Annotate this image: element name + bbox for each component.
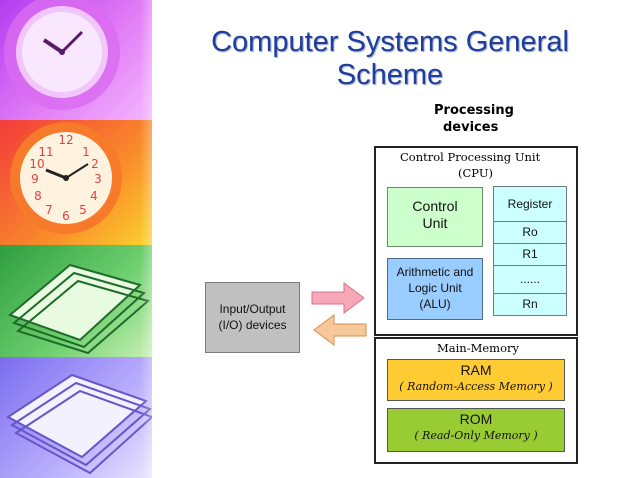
main-memory-label: Main-Memory — [437, 341, 520, 355]
cpu-label-line-2: (CPU) — [458, 166, 493, 180]
svg-text:6: 6 — [62, 209, 70, 223]
rom-name: ROM — [459, 411, 493, 427]
violet-papers-photo — [0, 357, 152, 478]
control-unit-box: Control Unit — [387, 187, 483, 247]
control-unit-line-1: Control — [412, 198, 458, 214]
purple-clock-photo — [0, 0, 152, 120]
alu-box: Arithmetic and Logic Unit (ALU) — [387, 258, 483, 320]
processing-devices-line-1: Processing — [434, 103, 514, 118]
io-devices-box: Input/Output (I/O) devices — [205, 282, 300, 353]
svg-text:3: 3 — [94, 172, 102, 186]
register-rn: Rn — [493, 293, 567, 316]
alu-line-2: Logic Unit — [408, 281, 462, 295]
ram-box: RAM ( Random-Access Memory ) — [387, 359, 565, 401]
arrow-right-icon — [311, 282, 365, 314]
ram-paren-open: ( — [399, 380, 404, 393]
control-unit-line-2: Unit — [422, 215, 448, 231]
svg-text:9: 9 — [31, 172, 39, 186]
rom-description: ( Read-Only Memory ) — [388, 428, 564, 444]
slide-title: Computer Systems General Scheme — [180, 26, 600, 92]
ram-full-name: Random-Access Memory — [407, 380, 545, 393]
svg-text:7: 7 — [45, 203, 53, 217]
rom-box: ROM ( Read-Only Memory ) — [387, 408, 565, 452]
svg-text:8: 8 — [34, 189, 42, 203]
svg-text:2: 2 — [91, 157, 99, 171]
ram-description: ( Random-Access Memory ) — [388, 379, 564, 395]
register-header: Register — [493, 186, 567, 223]
alu-line-3: (ALU) — [419, 297, 451, 311]
processing-devices-label: Processing devices — [434, 102, 514, 136]
arrow-left-icon — [313, 314, 367, 346]
rom-paren-open: ( — [414, 429, 419, 442]
alu-line-1: Arithmetic and — [396, 265, 474, 279]
register-r1: R1 — [493, 243, 567, 266]
strip-fade — [140, 0, 180, 478]
rom-full-name: Read-Only Memory — [422, 429, 530, 442]
register-ellipsis: ...... — [493, 265, 567, 294]
svg-text:10: 10 — [29, 157, 44, 171]
rom-paren-close: ) — [533, 429, 538, 442]
green-papers-photo — [0, 245, 152, 357]
svg-text:4: 4 — [90, 189, 98, 203]
svg-text:5: 5 — [79, 203, 87, 217]
io-line-1: Input/Output — [219, 302, 286, 316]
io-line-2: (I/O) devices — [218, 318, 287, 332]
cpu-label-line-1: Control Processing Unit — [400, 150, 541, 164]
svg-text:11: 11 — [38, 145, 53, 159]
svg-text:12: 12 — [58, 133, 73, 147]
processing-devices-line-2: devices — [443, 120, 499, 135]
svg-text:1: 1 — [82, 145, 90, 159]
register-r0: Ro — [493, 221, 567, 244]
title-line-1: Computer Systems General — [211, 26, 569, 58]
title-line-2: Scheme — [336, 59, 444, 91]
ram-name: RAM — [460, 362, 492, 378]
ram-paren-close: ) — [548, 380, 553, 393]
